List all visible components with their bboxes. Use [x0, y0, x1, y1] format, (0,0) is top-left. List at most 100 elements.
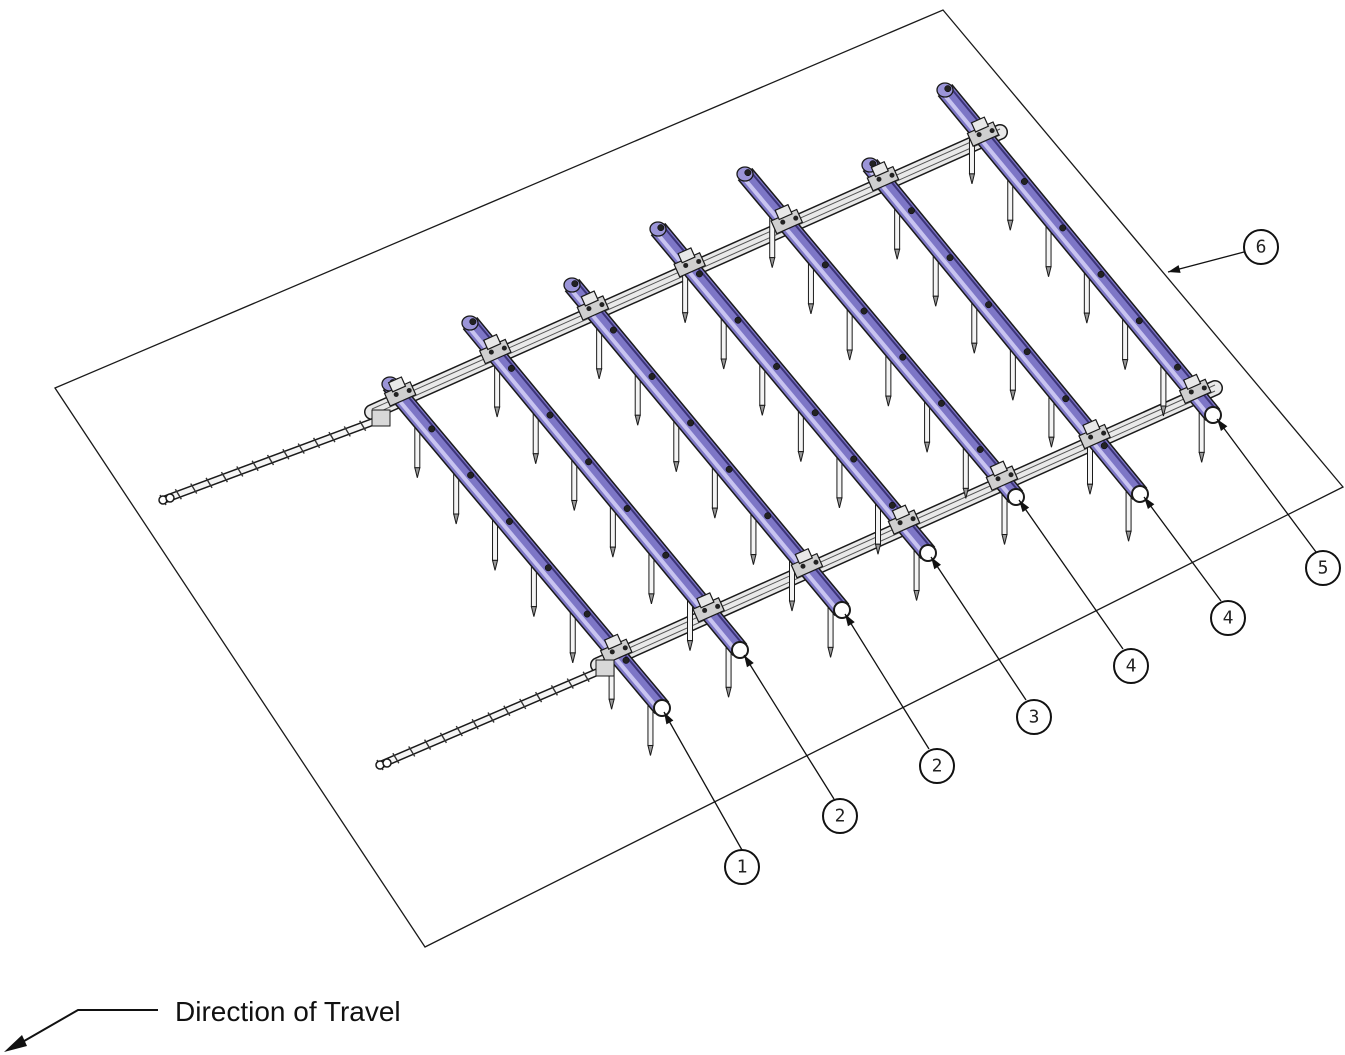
clamp-bolt	[702, 607, 708, 613]
clamp-plate	[387, 376, 407, 393]
bolt	[469, 318, 477, 326]
clamp-plate	[603, 633, 623, 650]
tine-tip	[894, 248, 901, 260]
chain-link	[423, 739, 432, 751]
chain-link	[392, 752, 400, 764]
chain-link	[312, 437, 321, 449]
tine-bar-body	[863, 159, 1147, 500]
tine-bar-body	[383, 378, 669, 714]
chain-link	[251, 460, 259, 472]
clamp-bolt	[813, 559, 819, 565]
bolt	[1062, 395, 1070, 403]
chain-link	[471, 718, 479, 730]
tine-bar-body	[463, 317, 747, 656]
leader-arrowhead	[845, 614, 855, 627]
direction-of-travel-label: Direction of Travel	[175, 996, 401, 1027]
tine-bar-highlight	[385, 384, 661, 712]
bolt	[583, 610, 591, 618]
bolt	[546, 411, 554, 419]
callout-balloon-4: 4	[1113, 648, 1149, 684]
chain-link	[297, 443, 305, 454]
bolt	[662, 551, 670, 559]
tine-tip	[414, 467, 421, 478]
hitch-bracket	[371, 409, 391, 427]
tine-bar-highlight	[465, 323, 739, 654]
ground-plane-outline	[54, 9, 1345, 948]
bolt	[725, 465, 733, 473]
clamp-bolt	[406, 388, 412, 394]
tine-tip	[797, 451, 804, 462]
clamp-bolt	[976, 132, 982, 138]
clamp-bolt	[897, 520, 903, 526]
svg-text:1: 1	[737, 857, 748, 878]
clamp-bolt	[696, 258, 702, 264]
tine-tip	[647, 744, 654, 756]
callout-balloon-5: 5	[1305, 550, 1341, 586]
bolt	[544, 564, 552, 572]
clamp-plate	[696, 592, 715, 609]
leader-arrowhead	[744, 655, 754, 668]
bolt	[985, 301, 993, 309]
callout-balloon-2: 2	[822, 798, 858, 834]
tine-tip	[682, 312, 689, 323]
bolt	[773, 363, 781, 370]
chain-link	[266, 454, 275, 466]
tine-tip	[827, 646, 834, 658]
clamp-bolt	[1201, 385, 1207, 391]
callout-balloon-4: 4	[1210, 600, 1246, 636]
svg-text:3: 3	[1029, 707, 1040, 728]
leader-line	[663, 711, 743, 851]
clamp-bolt	[393, 392, 399, 398]
chain-link	[236, 466, 244, 477]
tine-bars	[381, 82, 1222, 717]
tine-tip	[1001, 534, 1008, 545]
svg-text:4: 4	[1223, 608, 1234, 629]
bolt	[944, 85, 952, 93]
tine-tip	[932, 295, 939, 307]
clamp-bolt	[622, 645, 628, 651]
tine-tip	[530, 606, 538, 617]
bolt	[622, 656, 630, 664]
tine-tip	[1121, 359, 1129, 370]
clamps	[383, 116, 1212, 665]
bolt	[1100, 442, 1108, 450]
clamp-bolt	[1088, 434, 1094, 440]
chain-link	[550, 684, 559, 696]
chain-link	[190, 483, 198, 494]
clamp-bolt	[609, 649, 615, 655]
callout-balloon-6: 6	[1243, 229, 1279, 265]
chain-link	[359, 420, 367, 432]
tine-tip	[788, 600, 796, 612]
tine-tip	[750, 554, 757, 565]
svg-text:5: 5	[1318, 558, 1329, 579]
leader-arrowhead	[1217, 419, 1228, 432]
bolt	[467, 471, 475, 479]
bar-front-cap	[919, 544, 937, 562]
tine-tip	[673, 461, 680, 472]
chain-link	[487, 712, 495, 723]
clamp-bolt	[793, 215, 799, 221]
tine-bar-highlight	[740, 174, 1015, 501]
tine-tip	[962, 487, 969, 499]
tine-tip	[759, 404, 766, 416]
direction-arrow-icon	[4, 1009, 158, 1052]
bolt	[860, 307, 868, 315]
svg-text:2: 2	[835, 806, 846, 827]
tine-tip	[494, 406, 501, 418]
tine-tip	[1048, 436, 1055, 448]
tine-tip	[1125, 530, 1132, 542]
bolt	[506, 518, 513, 525]
leader-lines	[663, 251, 1317, 851]
leader-line	[930, 556, 1027, 701]
bar-front-cap	[653, 699, 671, 717]
tine-bar-highlight	[653, 229, 927, 557]
leader-arrowhead	[664, 712, 674, 725]
clamp-plate	[1082, 418, 1101, 436]
chain-link	[408, 746, 416, 757]
clamp-bolt	[599, 302, 605, 308]
tine-tip	[569, 652, 576, 664]
leader-line	[844, 613, 930, 750]
clamp-plate	[580, 290, 599, 307]
chain-link	[566, 678, 574, 689]
